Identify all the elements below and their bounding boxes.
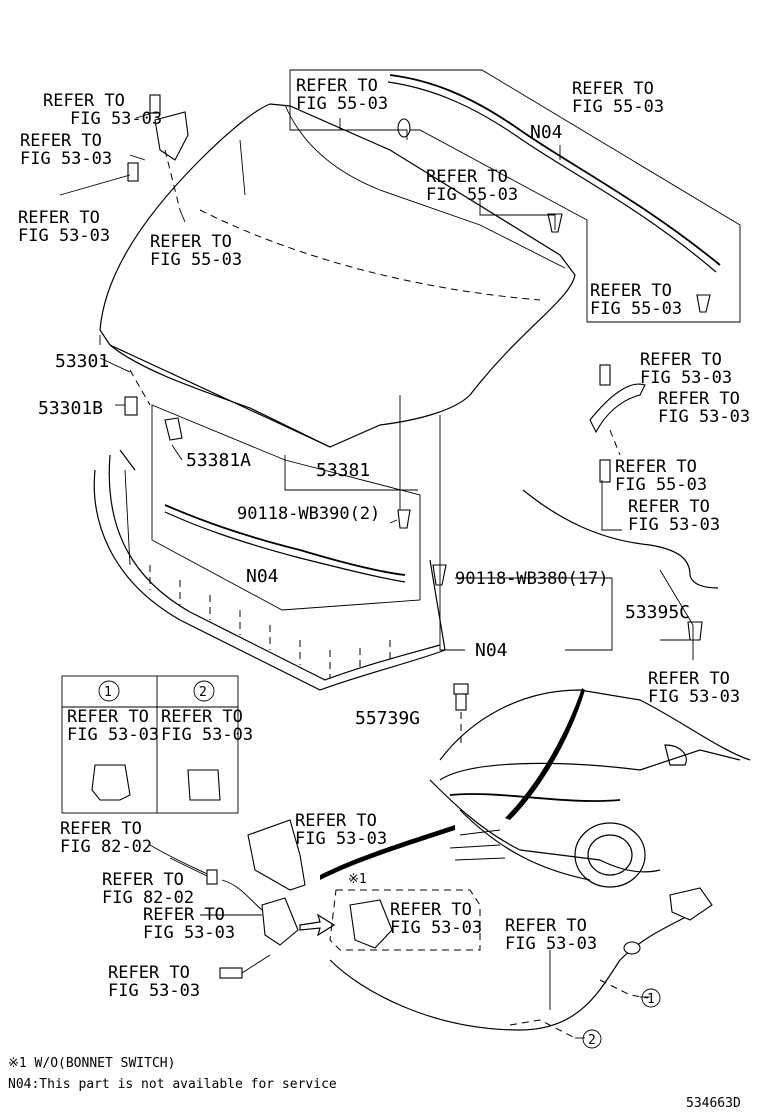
label-fig: FIG 53-03: [505, 934, 597, 954]
part-number-53381a: 53381A: [186, 450, 251, 471]
footer-note-n04: N04:This part is not available for servi…: [8, 1077, 337, 1092]
part-number-53395c: 53395C: [625, 602, 690, 623]
label-fig: FIG 82-02: [60, 837, 152, 857]
callout-1: 1: [647, 992, 655, 1007]
label-refer-to: REFER TO: [390, 900, 472, 920]
part-number-53301b: 53301B: [38, 398, 103, 419]
part-number-n04-mid: N04: [246, 566, 279, 587]
clip-90118-380-icon: [432, 564, 447, 586]
top-seal-box: [289, 69, 741, 323]
label-refer-to: REFER TO: [108, 963, 190, 983]
diagram-id: 534663D: [686, 1096, 741, 1111]
inset-callout-1: 1: [104, 685, 112, 700]
label-fig: FIG 82-02: [102, 888, 194, 908]
label-refer-to: REFER TO: [161, 707, 243, 727]
label-fig: FIG 53-03: [390, 918, 482, 938]
label-refer-to: REFER TO: [590, 281, 672, 301]
clip-90118-390-icon: [397, 509, 411, 529]
hood-lower-trim: [93, 449, 446, 691]
callout-labels: REFER TO FIG 53-03 REFER TO FIG 53-03 RE…: [18, 76, 750, 1049]
part-number-90118-wb380: 90118-WB380(17): [455, 569, 609, 589]
leader-lines: [59, 111, 694, 1039]
part-number-n04-right: N04: [475, 640, 508, 661]
label-fig: FIG 53-03: [20, 149, 112, 169]
label-refer-to: REFER TO: [615, 457, 697, 477]
label-fig: FIG 53-03: [648, 687, 740, 707]
hood-lock-assembly: [149, 819, 481, 979]
label-refer-to: REFER TO: [143, 905, 225, 925]
label-refer-to: REFER TO: [640, 350, 722, 370]
inset-callout-2: 2: [199, 685, 207, 700]
label-refer-to: REFER TO: [658, 389, 740, 409]
label-refer-to: REFER TO: [648, 669, 730, 689]
cable-53395c: [522, 489, 719, 641]
label-fig: FIG 53-03: [143, 923, 235, 943]
label-refer-to: REFER TO: [505, 916, 587, 936]
label-fig: FIG 55-03: [150, 250, 242, 270]
label-refer-to: REFER TO: [20, 131, 102, 151]
label-fig: FIG 55-03: [426, 185, 518, 205]
callout-circle-2: [582, 1029, 602, 1049]
label-fig: FIG 53-03: [108, 981, 200, 1001]
label-refer-to: REFER TO: [43, 91, 125, 111]
label-refer-to: REFER TO: [296, 76, 378, 96]
label-refer-to: REFER TO: [572, 79, 654, 99]
callout-circle-1: [641, 988, 661, 1008]
label-refer-to: REFER TO: [150, 232, 232, 252]
label-fig: FIG 53-03: [18, 226, 110, 246]
label-refer-to: REFER TO: [102, 870, 184, 890]
label-refer-to: REFER TO: [67, 707, 149, 727]
label-refer-to: REFER TO: [295, 811, 377, 831]
part-number-53301: 53301: [55, 351, 109, 372]
clip-53381a-icon: [164, 417, 183, 441]
part-53301b-icon: [124, 396, 138, 416]
note-marker: ※1: [348, 872, 367, 887]
label-fig: FIG 53-03: [640, 368, 732, 388]
label-refer-to: REFER TO: [60, 819, 142, 839]
label-fig: FIG 53-03: [658, 407, 750, 427]
label-refer-to: REFER TO: [18, 208, 100, 228]
label-refer-to: REFER TO: [426, 167, 508, 187]
footer-note-bonnet-switch: ※1 W/O(BONNET SWITCH): [8, 1056, 176, 1071]
hinge-right: [589, 364, 646, 483]
part-number-53381: 53381: [316, 460, 370, 481]
hood-panel-53301: [99, 103, 576, 448]
label-fig: FIG 53-03: [628, 515, 720, 535]
callout-2: 2: [588, 1033, 596, 1048]
hinge-left: [127, 94, 189, 223]
part-number-n04-top: N04: [530, 122, 563, 143]
part-55739g: [453, 683, 469, 745]
label-fig: FIG 53-03: [295, 829, 387, 849]
label-fig: FIG 53-03: [67, 725, 159, 745]
label-fig: FIG 53-03: [161, 725, 253, 745]
label-refer-to: REFER TO: [628, 497, 710, 517]
label-fig: FIG 55-03: [296, 94, 388, 114]
label-fig: FIG 55-03: [572, 97, 664, 117]
part-number-90118-wb390: 90118-WB390(2): [237, 504, 380, 524]
label-fig: FIG 55-03: [590, 299, 682, 319]
release-cable: [329, 887, 713, 1039]
label-fig: FIG 55-03: [615, 475, 707, 495]
inset-box: [61, 675, 239, 814]
part-number-55739g: 55739G: [355, 708, 420, 729]
label-fig: FIG 53-03: [70, 109, 162, 129]
car-body: [320, 688, 751, 888]
